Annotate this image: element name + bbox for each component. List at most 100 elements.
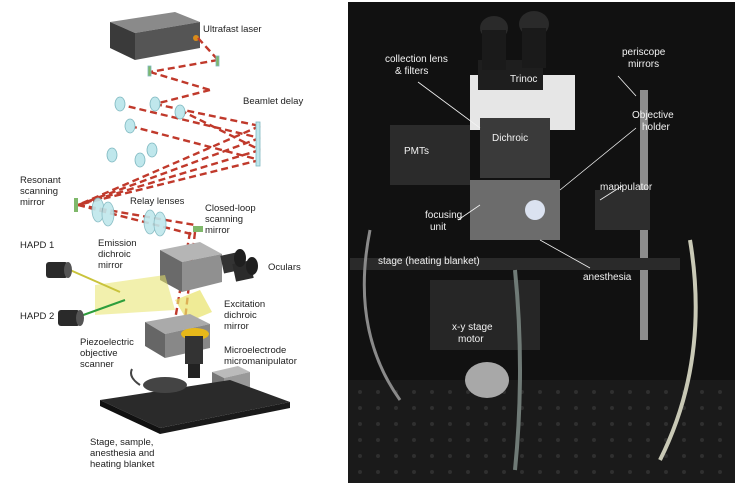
breadboard-hole (466, 470, 470, 474)
breadboard-hole (466, 406, 470, 410)
breadboard-hole (430, 406, 434, 410)
closed-loop-mirror (193, 226, 203, 232)
breadboard-hole (484, 422, 488, 426)
label-emission-3: mirror (98, 260, 123, 271)
breadboard-hole (682, 422, 686, 426)
dichroic-block (480, 118, 550, 178)
breadboard-hole (628, 422, 632, 426)
label-xy-stage-1: x-y stage (452, 322, 493, 333)
breadboard-hole (358, 422, 362, 426)
breadboard-hole (646, 470, 650, 474)
breadboard-hole (700, 390, 704, 394)
breadboard-hole (628, 438, 632, 442)
label-collection-lens-1: collection lens (385, 54, 448, 65)
breadboard-hole (376, 438, 380, 442)
schematic-panel: Ultrafast laser Beamlet delay Resonant s… (20, 12, 303, 470)
breadboard-hole (466, 438, 470, 442)
breadboard-hole (394, 406, 398, 410)
label-stage-2: anesthesia and (90, 448, 154, 459)
breadboard-hole (628, 454, 632, 458)
breadboard-hole (520, 422, 524, 426)
breadboard-hole (592, 390, 596, 394)
breadboard-hole (700, 406, 704, 410)
breadboard-hole (556, 422, 560, 426)
breadboard-hole (538, 422, 542, 426)
manipulator-block (595, 190, 650, 230)
breadboard-hole (484, 406, 488, 410)
breadboard-hole (412, 454, 416, 458)
breadboard-hole (646, 422, 650, 426)
label-manipulator: manipulator (600, 182, 653, 193)
stage-bar (350, 258, 680, 270)
label-excitation-2: dichroic (224, 310, 257, 321)
breadboard-hole (682, 470, 686, 474)
relay-lenses (91, 197, 167, 237)
breadboard-hole (574, 406, 578, 410)
breadboard-hole (538, 390, 542, 394)
trinoc-head (470, 11, 575, 130)
breadboard-hole (502, 454, 506, 458)
label-ultrafast-laser: Ultrafast laser (203, 24, 262, 35)
breadboard-hole (448, 470, 452, 474)
breadboard-hole (646, 438, 650, 442)
label-focusing-2: unit (430, 222, 446, 233)
breadboard-hole (556, 406, 560, 410)
label-hapd-1: HAPD 1 (20, 240, 54, 251)
breadboard-hole (718, 422, 722, 426)
cable-right (658, 239, 698, 461)
breadboard-hole (592, 438, 596, 442)
breadboard-hole (700, 438, 704, 442)
breadboard-hole (664, 406, 668, 410)
breadboard-hole (610, 390, 614, 394)
beamlet-delay-optics (106, 55, 261, 168)
breadboard-hole (448, 422, 452, 426)
breadboard-hole (430, 438, 434, 442)
breadboard-hole (376, 454, 380, 458)
breadboard-hole (394, 470, 398, 474)
breadboard-hole (484, 438, 488, 442)
breadboard-hole (628, 406, 632, 410)
breadboard-hole (412, 438, 416, 442)
breadboard-hole (646, 406, 650, 410)
laser-beam (77, 37, 261, 321)
breadboard-hole (718, 470, 722, 474)
cable-left (362, 229, 402, 401)
breadboard-hole (484, 454, 488, 458)
xy-stage-motor (430, 280, 540, 350)
breadboard-hole (574, 390, 578, 394)
breadboard-hole (592, 454, 596, 458)
breadboard-hole (466, 390, 470, 394)
breadboard-hole (610, 438, 614, 442)
resonant-mirror (74, 198, 78, 212)
breadboard-hole (556, 470, 560, 474)
label-hapd-2: HAPD 2 (20, 311, 54, 322)
label-microelectrode-2: micromanipulator (224, 356, 297, 367)
hapd-1 (46, 262, 72, 278)
breadboard-hole (448, 406, 452, 410)
label-microelectrode-1: Microelectrode (224, 345, 286, 356)
breadboard-hole (376, 390, 380, 394)
label-piezo-2: objective (80, 348, 118, 359)
breadboard-hole (718, 438, 722, 442)
breadboard-hole (466, 454, 470, 458)
pointer-lines (417, 75, 637, 269)
label-piezo-1: Piezoelectric (80, 337, 134, 348)
breadboard-hole (718, 390, 722, 394)
schematic-labels: Ultrafast laser Beamlet delay Resonant s… (20, 24, 303, 470)
breadboard-hole (484, 470, 488, 474)
breadboard-hole (682, 454, 686, 458)
label-excitation-3: mirror (224, 321, 249, 332)
label-stage-heating: stage (heating blanket) (378, 256, 480, 267)
label-xy-stage-2: motor (458, 334, 484, 345)
breadboard-hole (394, 422, 398, 426)
breadboard-hole (556, 390, 560, 394)
breadboard-hole (376, 470, 380, 474)
label-piezo-3: scanner (80, 359, 114, 370)
breadboard-hole (448, 438, 452, 442)
breadboard-hole (394, 438, 398, 442)
breadboard-hole (502, 470, 506, 474)
breadboard-hole (700, 422, 704, 426)
label-resonant-3: mirror (20, 197, 45, 208)
label-beamlet-delay: Beamlet delay (243, 96, 303, 107)
